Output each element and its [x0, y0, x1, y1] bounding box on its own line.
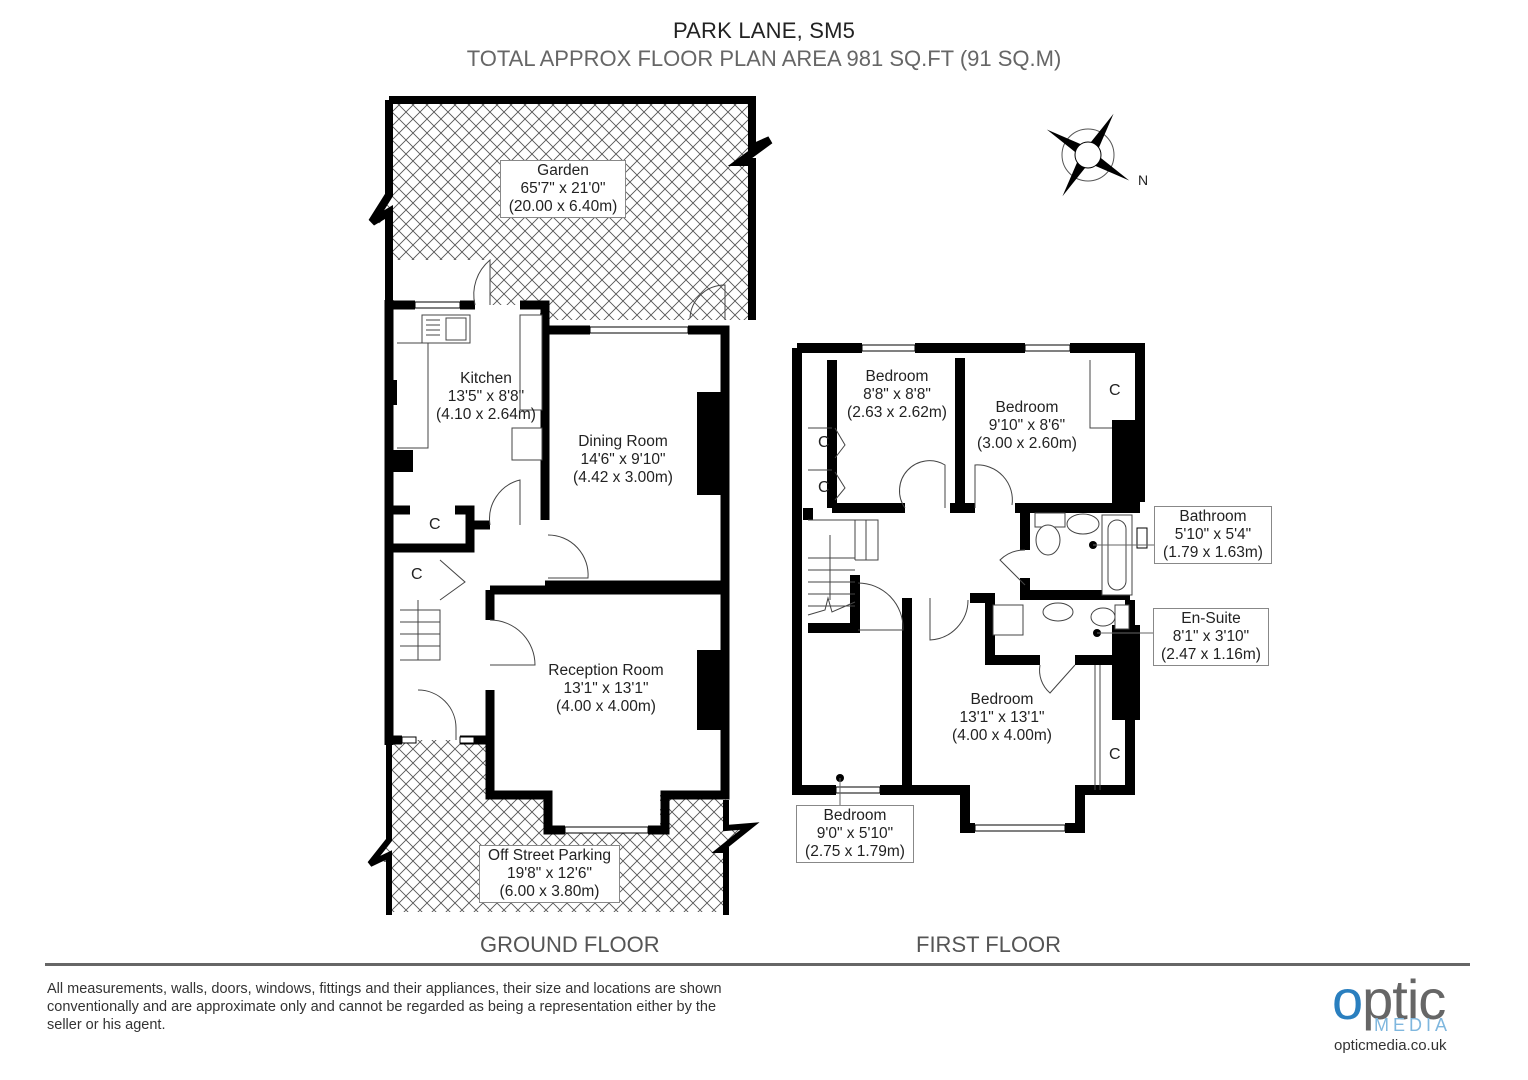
- room-name: Bedroom: [995, 399, 1059, 416]
- room-imperial: 13'1" x 13'1": [959, 709, 1045, 726]
- room-metric: (4.10 x 2.64m): [436, 406, 536, 423]
- cupboard-label: C: [818, 434, 830, 451]
- cupboard-label: C: [1109, 382, 1121, 399]
- room-name: Garden: [537, 162, 589, 179]
- footer-divider: [45, 963, 1470, 966]
- room-metric: (4.42 x 3.00m): [573, 469, 673, 486]
- room-label-en-suite: En-Suite 8'1" x 3'10" (2.47 x 1.16m): [1153, 608, 1269, 666]
- ground-floor-walls: [384, 300, 730, 835]
- room-metric: (1.79 x 1.63m): [1163, 544, 1263, 561]
- room-name: Dining Room: [578, 433, 668, 450]
- room-metric: (6.00 x 3.80m): [499, 883, 600, 900]
- room-label-master-bedroom: Bedroom 13'1" x 13'1" (4.00 x 4.00m): [942, 691, 1062, 745]
- page-title: PARK LANE, SM5: [672, 18, 856, 43]
- room-imperial: 14'6" x 9'10": [580, 451, 666, 468]
- room-name: Bathroom: [1179, 508, 1247, 525]
- room-name: Bedroom: [823, 807, 887, 824]
- logo-wordmark: optic: [1332, 972, 1472, 1028]
- first-floor-label: FIRST FLOOR: [916, 932, 1062, 957]
- cupboard-label: C: [818, 479, 830, 496]
- room-metric: (20.00 x 6.40m): [508, 198, 618, 215]
- room-metric: (2.47 x 1.16m): [1161, 646, 1261, 663]
- room-metric: (4.00 x 4.00m): [556, 698, 656, 715]
- logo-ptic: ptic: [1362, 968, 1446, 1031]
- room-name: Reception Room: [548, 662, 664, 679]
- optic-media-logo: optic MEDIA opticmedia.co.uk: [1332, 972, 1472, 1055]
- room-label-dining-room: Dining Room 14'6" x 9'10" (4.42 x 3.00m): [563, 433, 683, 487]
- room-label-bedroom-3: Bedroom 9'10" x 8'6" (3.00 x 2.60m): [968, 399, 1086, 453]
- compass-north-label: N: [1138, 172, 1149, 188]
- room-label-bedroom-4: Bedroom 9'0" x 5'10" (2.75 x 1.79m): [796, 805, 914, 863]
- room-label-bedroom-2: Bedroom 8'8" x 8'8" (2.63 x 2.62m): [838, 368, 956, 422]
- room-name: Off Street Parking: [488, 847, 611, 864]
- cupboard-label: C: [1109, 746, 1121, 763]
- room-name: En-Suite: [1181, 610, 1241, 627]
- room-imperial: 19'8" x 12'6": [506, 865, 592, 882]
- first-floor-walls: [792, 343, 1145, 833]
- room-label-off-street-parking: Off Street Parking 19'8" x 12'6" (6.00 x…: [479, 845, 620, 903]
- room-label-bathroom: Bathroom 5'10" x 5'4" (1.79 x 1.63m): [1154, 506, 1272, 564]
- room-metric: (2.63 x 2.62m): [847, 404, 947, 421]
- disclaimer-text: All measurements, walls, doors, windows,…: [47, 981, 722, 1033]
- room-imperial: 13'5" x 8'8": [447, 388, 525, 405]
- room-imperial: 8'1" x 3'10": [1172, 628, 1250, 645]
- logo-url[interactable]: opticmedia.co.uk: [1334, 1037, 1447, 1054]
- room-label-reception-room: Reception Room 13'1" x 13'1" (4.00 x 4.0…: [535, 662, 677, 716]
- cupboard-label: C: [411, 566, 423, 583]
- room-imperial: 8'8" x 8'8": [863, 386, 931, 403]
- parking-area: [367, 740, 760, 915]
- room-name: Bedroom: [970, 691, 1034, 708]
- room-metric: (2.75 x 1.79m): [805, 843, 905, 860]
- compass-rose-icon: [1046, 113, 1130, 197]
- cupboard-label: C: [429, 516, 441, 533]
- ground-floor-label: GROUND FLOOR: [480, 932, 660, 957]
- room-name: Bedroom: [865, 368, 929, 385]
- floor-area-subtitle: TOTAL APPROX FLOOR PLAN AREA 981 SQ.FT (…: [466, 46, 1062, 71]
- logo-o: o: [1332, 968, 1363, 1031]
- room-label-kitchen: Kitchen 13'5" x 8'8" (4.10 x 2.64m): [428, 370, 544, 424]
- room-metric: (4.00 x 4.00m): [952, 727, 1052, 744]
- room-imperial: 13'1" x 13'1": [563, 680, 649, 697]
- room-name: Kitchen: [460, 370, 512, 387]
- room-imperial: 9'0" x 5'10": [816, 825, 894, 842]
- room-imperial: 9'10" x 8'6": [988, 417, 1066, 434]
- logo-media: MEDIA: [1374, 1015, 1452, 1035]
- room-metric: (3.00 x 2.60m): [977, 435, 1077, 452]
- room-imperial: 65'7" x 21'0": [520, 180, 606, 197]
- room-label-garden: Garden 65'7" x 21'0" (20.00 x 6.40m): [500, 160, 626, 218]
- room-imperial: 5'10" x 5'4": [1174, 526, 1252, 543]
